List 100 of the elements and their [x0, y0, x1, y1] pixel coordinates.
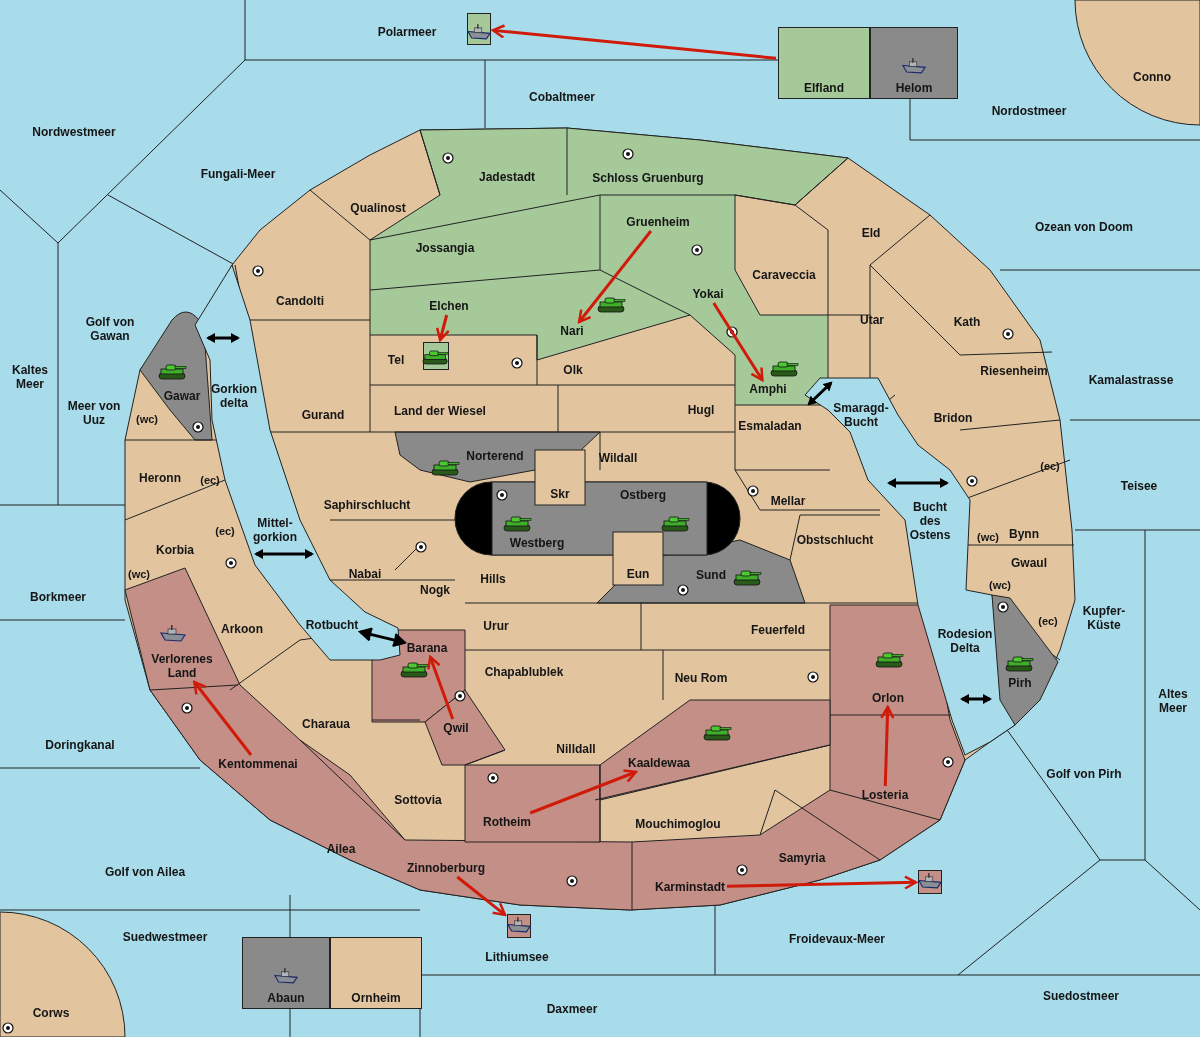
region-name: Altes Meer: [1149, 687, 1197, 715]
region-name: Ostberg: [620, 488, 666, 502]
unit-box: [467, 13, 491, 45]
region-name: Caraveccia: [752, 268, 816, 282]
region-name: Sund: [696, 568, 726, 582]
region-name: Jossangia: [415, 241, 475, 255]
region-name: Tel: [387, 353, 405, 367]
coast-label: (wc): [136, 413, 158, 425]
region-name: Skr: [550, 487, 570, 501]
region-name: Gorkion delta: [208, 382, 260, 410]
region-name: Fungali-Meer: [200, 167, 276, 181]
region-name: Gurand: [301, 408, 345, 422]
region-name: Karminstadt: [655, 880, 725, 894]
region-name: Lithiumsee: [485, 950, 549, 964]
region-name: Neu Rom: [674, 671, 728, 685]
region-name: Nordwestmeer: [32, 125, 116, 139]
region-name: Chapablublek: [484, 665, 564, 679]
region-name: Bynn: [1009, 527, 1039, 541]
region-name: Eld: [861, 226, 881, 240]
passage-arrow: [359, 627, 406, 648]
move-arrow: [193, 680, 253, 756]
unit-box: [918, 870, 942, 894]
region-name: Nordostmeer: [991, 104, 1067, 118]
region-name: Barana: [406, 641, 448, 655]
region-name: Suedwestmeer: [122, 930, 208, 944]
region-name: Mittel-gorkion: [249, 516, 301, 544]
region-name: Westberg: [509, 536, 565, 550]
region-name: Meer von Uuz: [64, 399, 124, 427]
coast-label: (wc): [977, 531, 999, 543]
region-name: Feuerfeld: [751, 623, 805, 637]
coast-label: (ec): [200, 474, 220, 486]
region-name: Ozean von Doom: [1035, 220, 1133, 234]
region-name: Mouchimoglou: [635, 817, 721, 831]
region-name: Wildall: [598, 451, 638, 465]
region-name: Norterend: [466, 449, 524, 463]
region-name: Kaaldewaa: [628, 756, 690, 770]
region-name: Kupfer-Küste: [1073, 604, 1135, 632]
region-name: Samyria: [778, 851, 826, 865]
move-arrow: [491, 24, 777, 60]
region-name: Korbia: [156, 543, 194, 557]
region-name: Abaun: [267, 992, 305, 1004]
region-name: Arkoon: [221, 622, 263, 636]
region-name: Froidevaux-Meer: [789, 932, 885, 946]
region-name: Land der Wiesel: [394, 404, 486, 418]
region-name: Suedostmeer: [1043, 989, 1119, 1003]
region-name: Cobaltmeer: [529, 90, 595, 104]
region-name: Daxmeer: [546, 1002, 598, 1016]
coast-label: (wc): [128, 568, 150, 580]
region-name: Saphirschlucht: [323, 498, 411, 512]
move-arrow: [577, 230, 653, 324]
territory-box: [778, 27, 870, 99]
region-name: Riesenheim: [980, 364, 1048, 378]
region-name: Gruenheim: [626, 215, 690, 229]
region-name: Rodesion Delta: [933, 627, 997, 655]
region-name: Olk: [563, 363, 583, 377]
territory-box: [330, 937, 422, 1009]
unit-box: [507, 914, 531, 938]
region-name: Kamalastrasse: [1088, 373, 1174, 387]
region-name: Teisee: [1120, 479, 1158, 493]
region-name: Nari: [560, 324, 584, 338]
region-name: Eun: [626, 567, 650, 581]
region-name: Polarmeer: [377, 25, 437, 39]
region-name: Hugl: [687, 403, 715, 417]
region-name: Esmaladan: [738, 419, 802, 433]
region-name: Sottovia: [394, 793, 442, 807]
region-name: Gwaul: [1011, 556, 1047, 570]
region-name: Nogk: [420, 583, 450, 597]
region-name: Urur: [483, 619, 509, 633]
move-arrow: [427, 655, 455, 720]
region-name: Losteria: [861, 788, 909, 802]
region-name: Amphi: [749, 382, 787, 396]
region-name: Elfland: [804, 82, 844, 94]
region-name: Obstschlucht: [796, 533, 874, 547]
region-name: Candolti: [276, 294, 324, 308]
region-name: Orlon: [872, 691, 904, 705]
region-name: Ornheim: [351, 992, 401, 1004]
region-name: Verlorenes Land: [144, 652, 220, 680]
region-name: Borkmeer: [30, 590, 86, 604]
region-name: Jadestadt: [479, 170, 535, 184]
region-name: Bucht des Ostens: [905, 500, 955, 542]
unit-box: [423, 342, 449, 370]
region-name: Utar: [860, 313, 884, 327]
region-name: Kaltes Meer: [5, 363, 55, 391]
region-name: Ailea: [326, 842, 356, 856]
region-name: Yokai: [692, 287, 724, 301]
move-arrow: [726, 875, 918, 890]
move-arrow: [880, 705, 895, 787]
territory-box: [242, 937, 330, 1009]
coast-label: (ec): [1038, 615, 1058, 627]
region-name: Kath: [953, 315, 981, 329]
coast-label: (wc): [989, 579, 1011, 591]
region-name: Qualinost: [350, 201, 406, 215]
region-name: Pirh: [1008, 676, 1032, 690]
region-name: Qwil: [443, 721, 469, 735]
region-name: Mellar: [770, 494, 806, 508]
region-name: Nilldall: [556, 742, 596, 756]
territory-box: [870, 27, 958, 99]
region-name: Bridon: [933, 411, 973, 425]
region-name: Conno: [1133, 70, 1171, 84]
region-name: Hills: [480, 572, 506, 586]
